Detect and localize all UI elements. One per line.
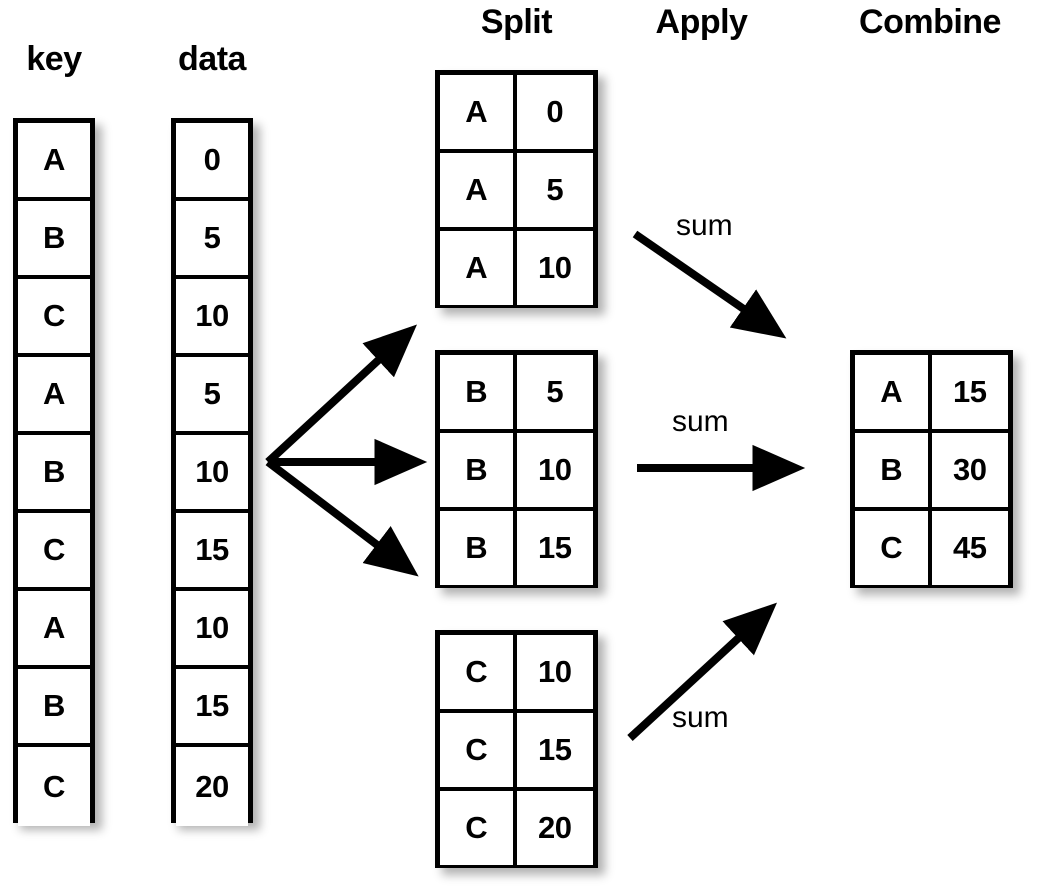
key-cell: B	[18, 201, 90, 275]
table-row: A 15	[855, 355, 1008, 433]
key-cell: A	[855, 355, 932, 429]
value-cell: 5	[516, 355, 593, 429]
combine-stage-header: Combine	[859, 3, 1001, 41]
value-cell: 10	[516, 433, 593, 507]
key-cell: C	[440, 635, 517, 709]
table-row: 15	[176, 669, 248, 747]
apply-label-sum-b: sum	[672, 405, 729, 438]
table-row: A	[18, 591, 90, 669]
split-arrow-to-group-a	[265, 324, 417, 465]
table-row: B	[18, 201, 90, 279]
data-column-header: data	[178, 40, 246, 78]
table-row: 10	[176, 279, 248, 357]
value-cell: 10	[516, 635, 593, 709]
table-row: 5	[176, 357, 248, 435]
key-cell: C	[18, 747, 90, 826]
key-cell: C	[440, 791, 517, 865]
table-row: A 5	[440, 153, 593, 231]
table-row: B 15	[440, 511, 593, 585]
data-cell: 10	[176, 591, 248, 665]
apply-stage-header: Apply	[655, 3, 748, 41]
table-row: C	[18, 513, 90, 591]
key-cell: A	[440, 75, 517, 149]
table-row: B 10	[440, 433, 593, 511]
table-row: 15	[176, 513, 248, 591]
key-cell: B	[18, 435, 90, 509]
table-row: A	[18, 123, 90, 201]
apply-label-sum-a: sum	[676, 209, 733, 242]
split-group-b-table: B 5 B 10 B 15	[435, 350, 598, 588]
data-cell: 20	[176, 747, 248, 826]
data-column-table: 0 5 10 5 10 15 10 15 20	[171, 118, 253, 826]
key-cell: C	[18, 513, 90, 587]
table-row: B	[18, 669, 90, 747]
data-cell: 10	[176, 435, 248, 509]
key-cell: C	[440, 713, 517, 787]
key-cell: B	[440, 355, 517, 429]
table-row: A	[18, 357, 90, 435]
table-row: A 0	[440, 75, 593, 153]
key-cell: B	[855, 433, 932, 507]
key-cell: A	[440, 231, 517, 305]
key-column-header: key	[26, 40, 82, 78]
table-row: C 20	[440, 791, 593, 865]
table-row: C 15	[440, 713, 593, 791]
data-cell: 0	[176, 123, 248, 197]
value-cell: 30	[931, 433, 1008, 507]
table-row: 5	[176, 201, 248, 279]
table-row: A 10	[440, 231, 593, 305]
split-group-c-table: C 10 C 15 C 20	[435, 630, 598, 868]
value-cell: 45	[931, 511, 1008, 585]
value-cell: 15	[516, 713, 593, 787]
split-arrow-to-group-c	[265, 458, 419, 577]
apply-arrow-group-a	[632, 230, 787, 339]
key-cell: C	[855, 511, 932, 585]
key-cell: A	[18, 357, 90, 431]
key-column-table: A B C A B C A B C	[13, 118, 95, 826]
table-row: B 30	[855, 433, 1008, 511]
table-row: C	[18, 279, 90, 357]
key-cell: B	[18, 669, 90, 743]
table-row: C	[18, 747, 90, 826]
split-group-a-table: A 0 A 5 A 10	[435, 70, 598, 308]
table-row: C 45	[855, 511, 1008, 585]
table-row: B	[18, 435, 90, 513]
key-cell: C	[18, 279, 90, 353]
table-row: 20	[176, 747, 248, 826]
data-cell: 15	[176, 669, 248, 743]
split-stage-header: Split	[480, 3, 553, 41]
table-row: 0	[176, 123, 248, 201]
value-cell: 15	[931, 355, 1008, 429]
combine-result-table: A 15 B 30 C 45	[850, 350, 1013, 588]
apply-label-sum-c: sum	[672, 701, 729, 734]
data-cell: 10	[176, 279, 248, 353]
key-cell: B	[440, 511, 517, 585]
data-cell: 5	[176, 201, 248, 275]
key-cell: A	[440, 153, 517, 227]
value-cell: 5	[516, 153, 593, 227]
data-cell: 5	[176, 357, 248, 431]
value-cell: 0	[516, 75, 593, 149]
key-cell: A	[18, 591, 90, 665]
key-cell: B	[440, 433, 517, 507]
data-cell: 15	[176, 513, 248, 587]
table-row: B 5	[440, 355, 593, 433]
key-cell: A	[18, 123, 90, 197]
table-row: 10	[176, 435, 248, 513]
value-cell: 10	[516, 231, 593, 305]
value-cell: 15	[516, 511, 593, 585]
value-cell: 20	[516, 791, 593, 865]
table-row: C 10	[440, 635, 593, 713]
table-row: 10	[176, 591, 248, 669]
